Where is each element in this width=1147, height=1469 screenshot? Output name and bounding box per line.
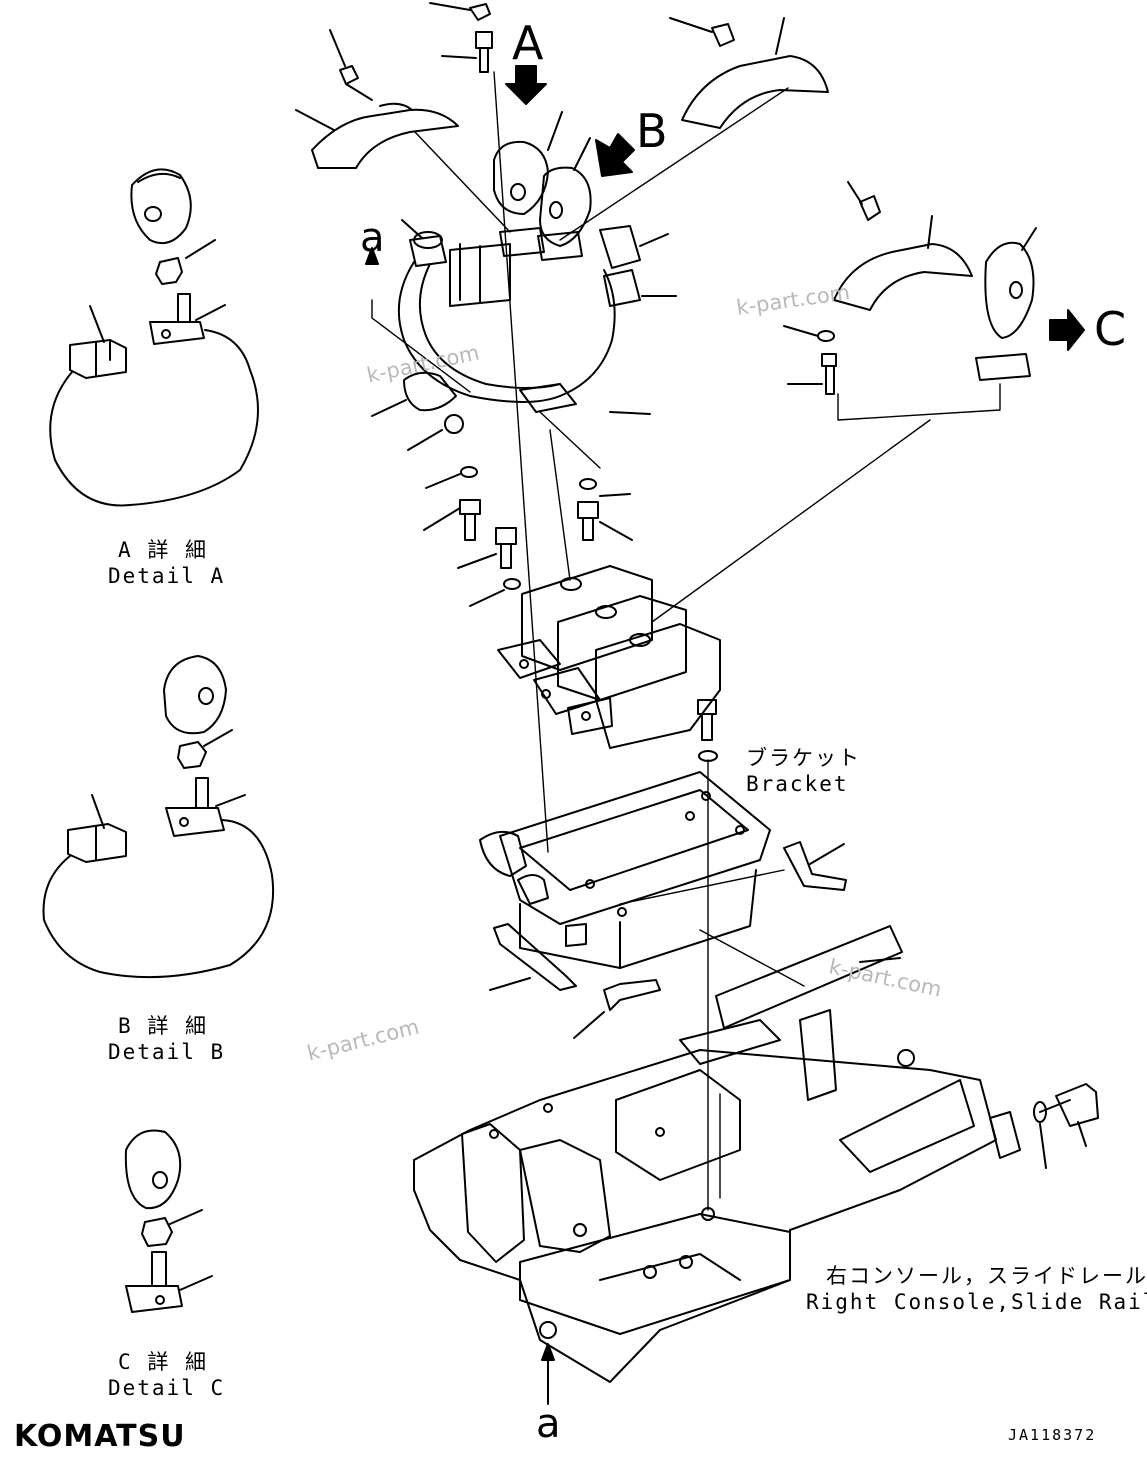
detail-a-caption-jp: A 詳 細 [118, 538, 208, 562]
detail-a-caption-en: Detail A [108, 564, 226, 588]
view-a-label: A [512, 16, 544, 70]
console-label-en: Right Console,Slide Rail [806, 1290, 1147, 1314]
bracket-plate [479, 699, 903, 1039]
right-console-slide-rail [365, 71, 1099, 1405]
detail-c-assembly [124, 1129, 213, 1313]
view-b-label: B [636, 104, 668, 158]
bracket-label-jp: ブラケット [746, 746, 861, 770]
detail-c-upper-assembly [783, 181, 1085, 421]
detail-a-assembly [49, 168, 259, 507]
detail-b-caption-en: Detail B [108, 1040, 226, 1064]
console-label-jp: 右コンソール，スライドレール [826, 1264, 1147, 1288]
komatsu-logo: KOMATSU [14, 1419, 186, 1454]
view-c-label: C [1094, 302, 1127, 356]
detail-b-assembly [42, 655, 274, 979]
section-a-bottom-label: a [536, 1401, 561, 1447]
valve-block [497, 419, 931, 749]
detail-b-caption-jp: B 詳 細 [118, 1014, 208, 1038]
section-a-top-label: a [360, 215, 385, 261]
drawing-number: JA118372 [1008, 1426, 1097, 1444]
knob-and-harness-assembly [295, 2, 829, 607]
bracket-label-en: Bracket [746, 772, 849, 796]
detail-c-caption-en: Detail C [108, 1376, 226, 1400]
detail-c-caption-jp: C 詳 細 [118, 1350, 208, 1374]
